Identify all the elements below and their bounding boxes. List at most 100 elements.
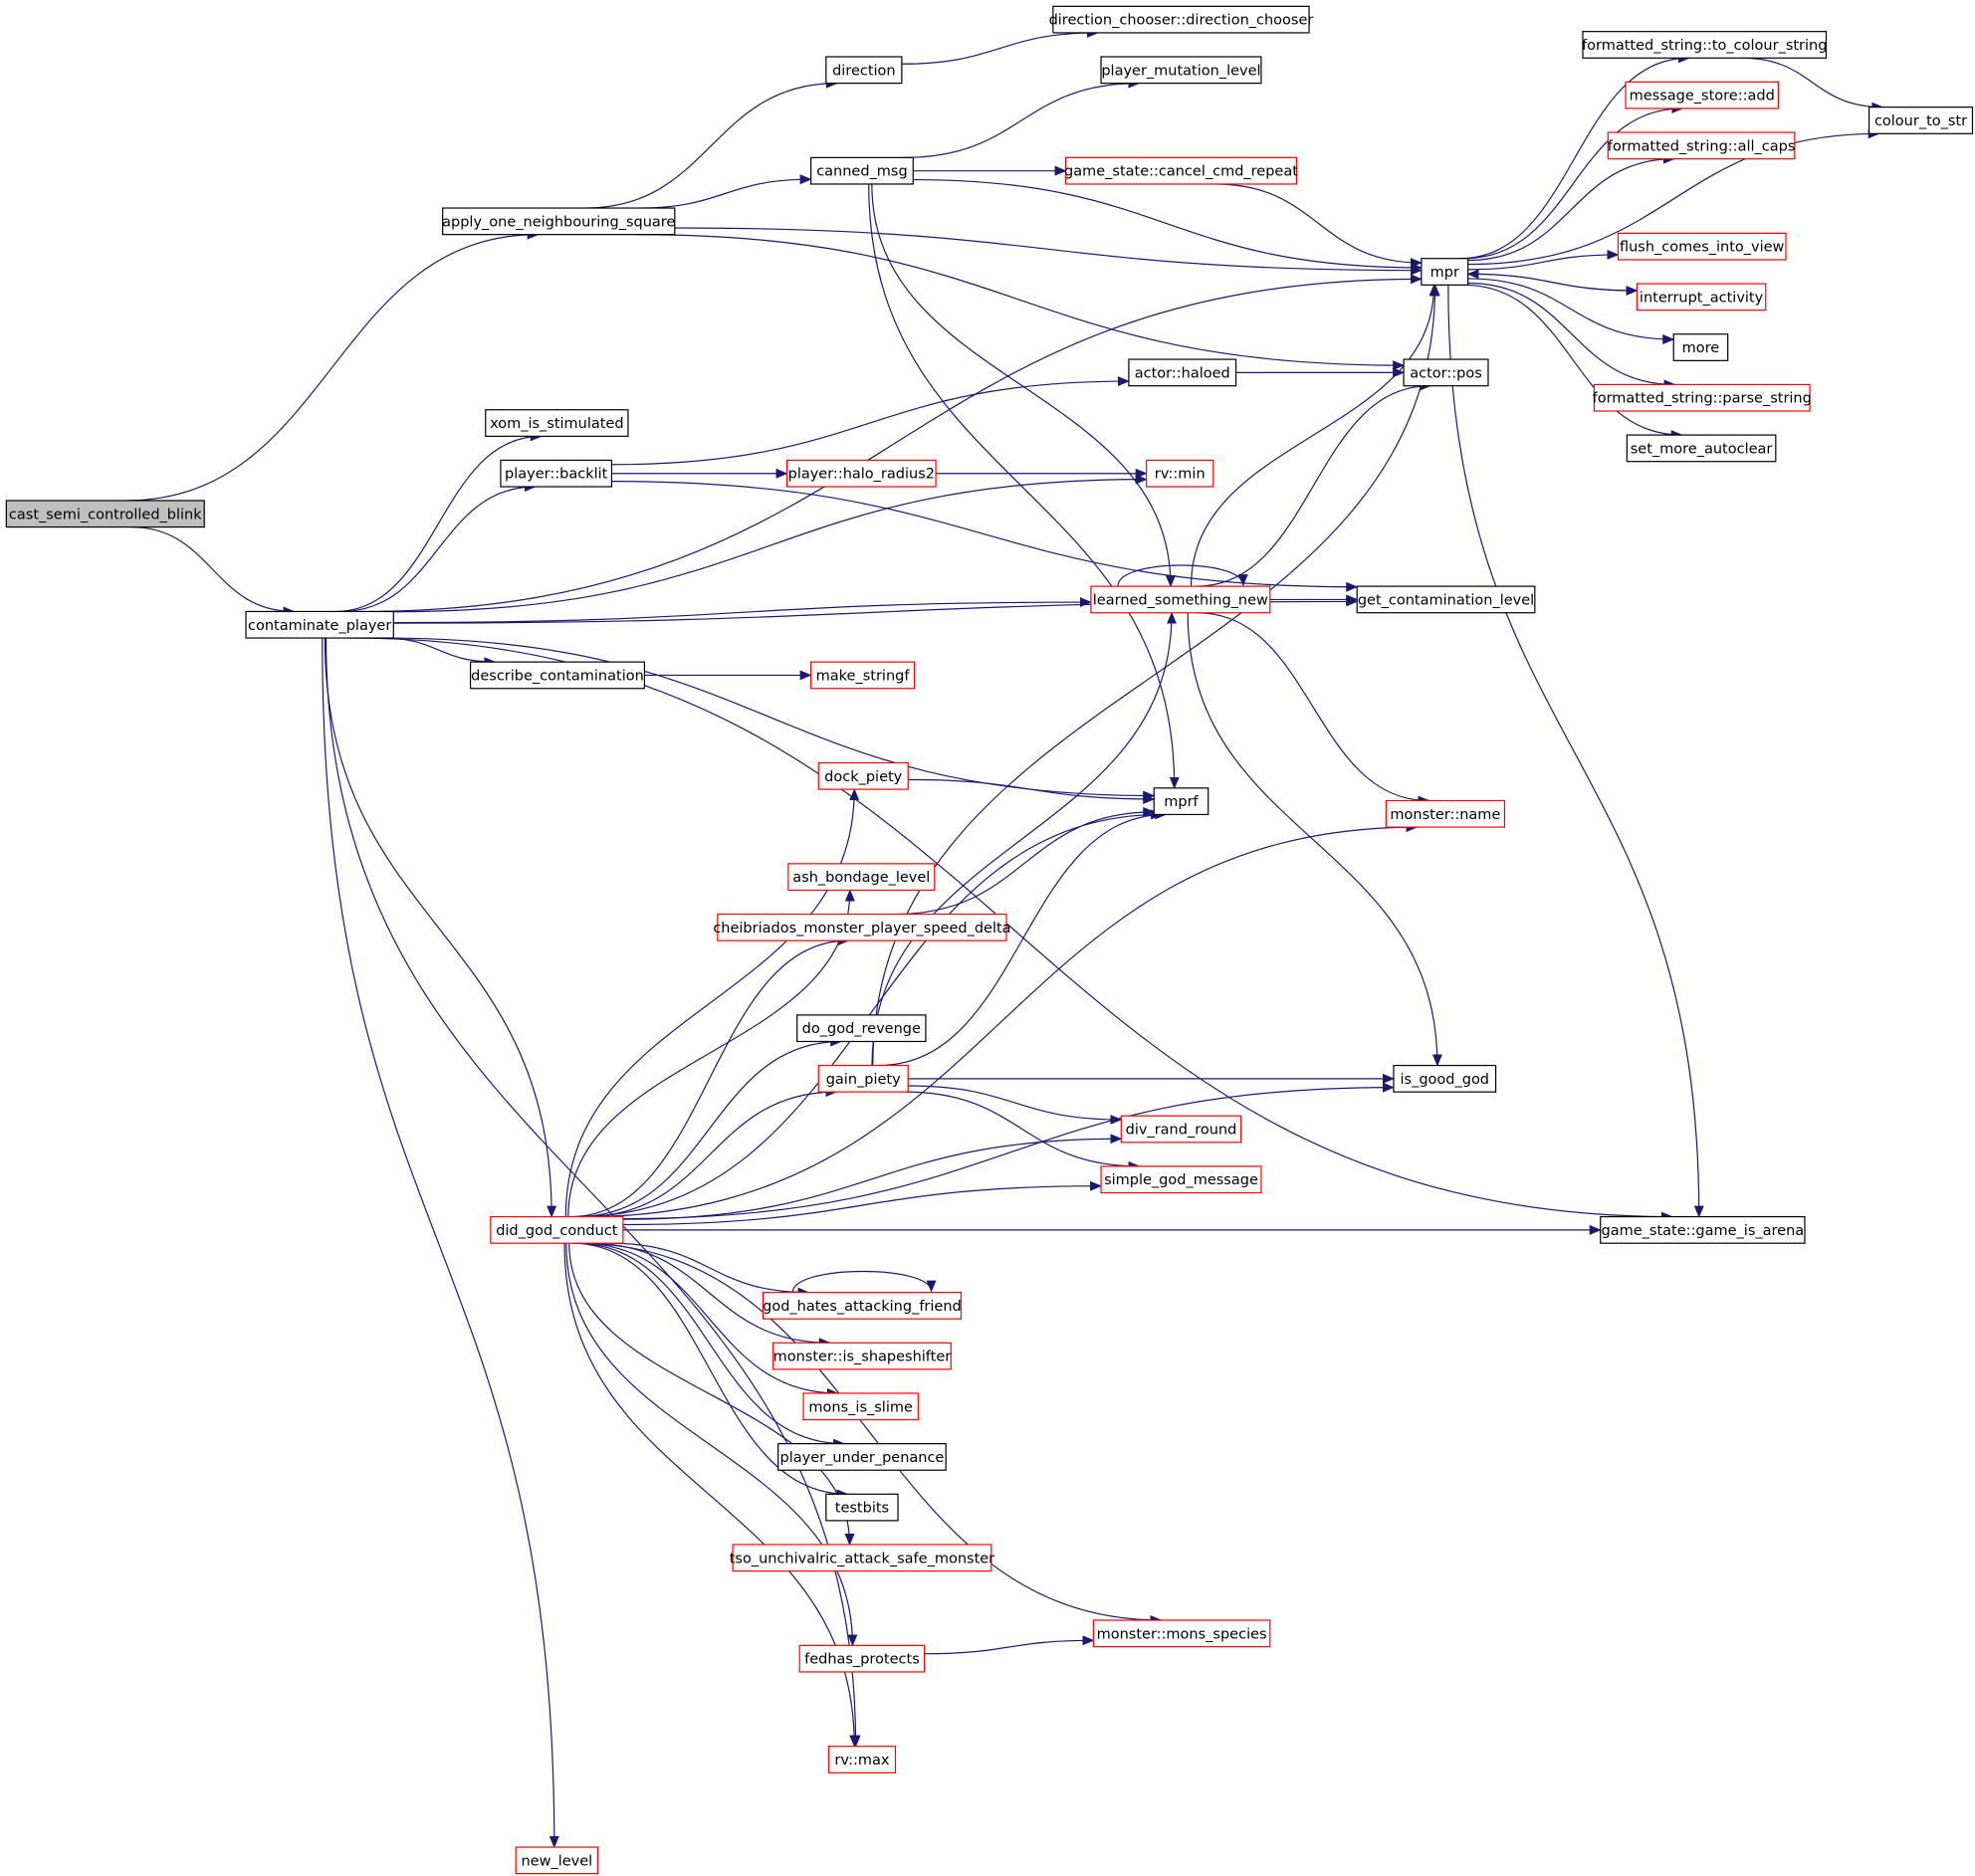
edge-contaminate_player-to-did_god_conduct [324,638,557,1218]
node-label: did_god_conduct [496,1223,618,1239]
node-colour_to_str[interactable]: colour_to_str [1867,106,1974,134]
node-cancel_cmd_repeat[interactable]: game_state::cancel_cmd_repeat [1064,156,1298,185]
edge-canned_msg-to-learned_something_new [871,183,1176,588]
edge-did_god_conduct-to-god_hates_attacking_friend [609,1242,810,1298]
edge-did_god_conduct-to-mons_species [576,1242,1163,1625]
node-mpr[interactable]: mpr [1421,258,1469,286]
edge-apply_one_neighbouring_square-to-canned_msg [638,174,812,209]
node-god_hates_attacking_friend[interactable]: god_hates_attacking_friend [762,1291,962,1320]
node-message_store_add[interactable]: message_store::add [1625,81,1779,109]
node-box [1593,383,1811,412]
edge-cast_semi_controlled_blink-to-apply_one_neighbouring_square [125,229,540,502]
node-box [1100,56,1262,85]
node-label: do_god_revenge [802,1021,921,1037]
edge-mpr-to-more [1467,278,1675,344]
node-box [1393,1064,1497,1093]
node-rv_max[interactable]: rv::max [827,1746,897,1773]
edge-did_god_conduct-to-is_good_god [622,1082,1395,1220]
node-actor_haloed[interactable]: actor::haloed [1128,358,1237,387]
node-box [810,661,916,690]
node-mons_species[interactable]: monster::mons_species [1092,1619,1271,1648]
node-box [500,459,613,488]
node-box [717,913,1007,941]
node-div_rand_round[interactable]: div_rand_round [1120,1115,1242,1144]
node-learned_something_new[interactable]: learned_something_new [1090,585,1271,614]
node-box [787,863,936,892]
node-label: learned_something_new [1093,592,1268,608]
node-label: player::halo_radius2 [788,467,935,483]
node-interrupt_activity[interactable]: interrupt_activity [1636,283,1767,312]
node-make_stringf[interactable]: make_stringf [810,661,916,690]
edge-did_god_conduct-to-dock_piety [564,788,860,1217]
node-box [1421,258,1469,286]
edges [125,27,1884,1849]
node-player_under_penance[interactable]: player_under_penance [777,1443,947,1471]
node-box [802,1392,919,1421]
node-parse_string[interactable]: formatted_string::parse_string [1593,383,1812,412]
node-label: interrupt_activity [1640,290,1764,306]
node-rv_min[interactable]: rv::min [1146,459,1214,488]
node-label: make_stringf [816,668,911,684]
node-label: mons_is_slime [808,1399,913,1415]
node-label: message_store::add [1630,89,1775,104]
node-label: gain_piety [826,1072,901,1088]
node-box [1092,1619,1271,1648]
node-ash_bondage_level[interactable]: ash_bondage_level [787,863,936,892]
edge-gain_piety-to-mpr [872,284,1440,1066]
node-label: player::backlit [505,467,608,483]
edge-player_backlit-to-actor_haloed [611,376,1130,466]
node-fedhas_protects[interactable]: fedhas_protects [798,1644,926,1673]
edge-learned_something_new-to-monster_name [1197,612,1430,806]
edge-learned_something_new-to-is_good_god [1187,612,1442,1067]
edge-interrupt_activity-to-mpr [1466,269,1638,292]
node-cheibriados[interactable]: cheibriados_monster_player_speed_delta [713,913,1011,941]
node-mprf[interactable]: mprf [1153,787,1209,816]
node-is_good_god[interactable]: is_good_god [1393,1064,1497,1093]
node-get_contamination_level[interactable]: get_contamination_level [1356,585,1536,614]
node-simple_god_message[interactable]: simple_god_message [1100,1165,1262,1194]
node-box [825,56,903,85]
node-game_is_arena[interactable]: game_state::game_is_arena [1600,1215,1806,1244]
node-box [796,1014,927,1043]
node-set_more_autoclear[interactable]: set_more_autoclear [1626,434,1777,463]
node-halo_radius2[interactable]: player::halo_radius2 [785,459,937,488]
node-more[interactable]: more [1672,333,1729,361]
node-gain_piety[interactable]: gain_piety [817,1064,909,1093]
node-describe_contamination[interactable]: describe_contamination [469,661,645,690]
node-actor_pos[interactable]: actor::pos [1403,358,1489,387]
node-direction[interactable]: direction [825,56,903,85]
node-direction_chooser[interactable]: direction_chooser::direction_chooser [1049,5,1314,34]
node-new_level[interactable]: new_level [515,1846,599,1875]
edge-did_god_conduct-to-gain_piety [583,1087,838,1218]
node-to_colour_string[interactable]: formatted_string::to_colour_string [1582,31,1827,59]
node-player_mutation_level[interactable]: player_mutation_level [1100,56,1262,85]
node-apply_one_neighbouring_square[interactable]: apply_one_neighbouring_square [442,207,675,236]
node-testbits[interactable]: testbits [825,1493,899,1522]
node-canned_msg[interactable]: canned_msg [810,156,914,185]
edge-did_god_conduct-to-monster_name [584,822,1419,1218]
node-mons_is_slime[interactable]: mons_is_slime [802,1392,919,1421]
node-contaminate_player[interactable]: contaminate_player [245,610,394,639]
node-label: colour_to_str [1874,113,1967,129]
node-box [515,1846,599,1875]
edge-did_god_conduct-to-cheibriados [569,936,850,1218]
node-label: game_state::cancel_cmd_repeat [1064,164,1298,180]
node-box [245,610,394,639]
node-box [772,1342,952,1370]
node-label: game_state::game_is_arena [1602,1223,1805,1239]
node-dock_piety[interactable]: dock_piety [817,761,909,790]
node-box [1636,283,1767,312]
node-xom_is_stimulated[interactable]: xom_is_stimulated [485,409,629,437]
node-box [1100,1165,1262,1194]
node-monster_name[interactable]: monster::name [1385,799,1506,828]
node-cast_semi_controlled_blink[interactable]: cast_semi_controlled_blink [5,500,205,528]
node-box [817,1064,909,1093]
node-is_shapeshifter[interactable]: monster::is_shapeshifter [772,1342,952,1370]
node-player_backlit[interactable]: player::backlit [500,459,613,488]
node-did_god_conduct[interactable]: did_god_conduct [490,1215,624,1244]
node-tso_unchivalric[interactable]: tso_unchivalric_attack_safe_monster [730,1544,994,1572]
node-all_caps[interactable]: formatted_string::all_caps [1607,131,1796,160]
node-flush_comes_into_view[interactable]: flush_comes_into_view [1617,232,1787,261]
node-label: player_under_penance [780,1450,945,1466]
node-do_god_revenge[interactable]: do_god_revenge [796,1014,927,1043]
